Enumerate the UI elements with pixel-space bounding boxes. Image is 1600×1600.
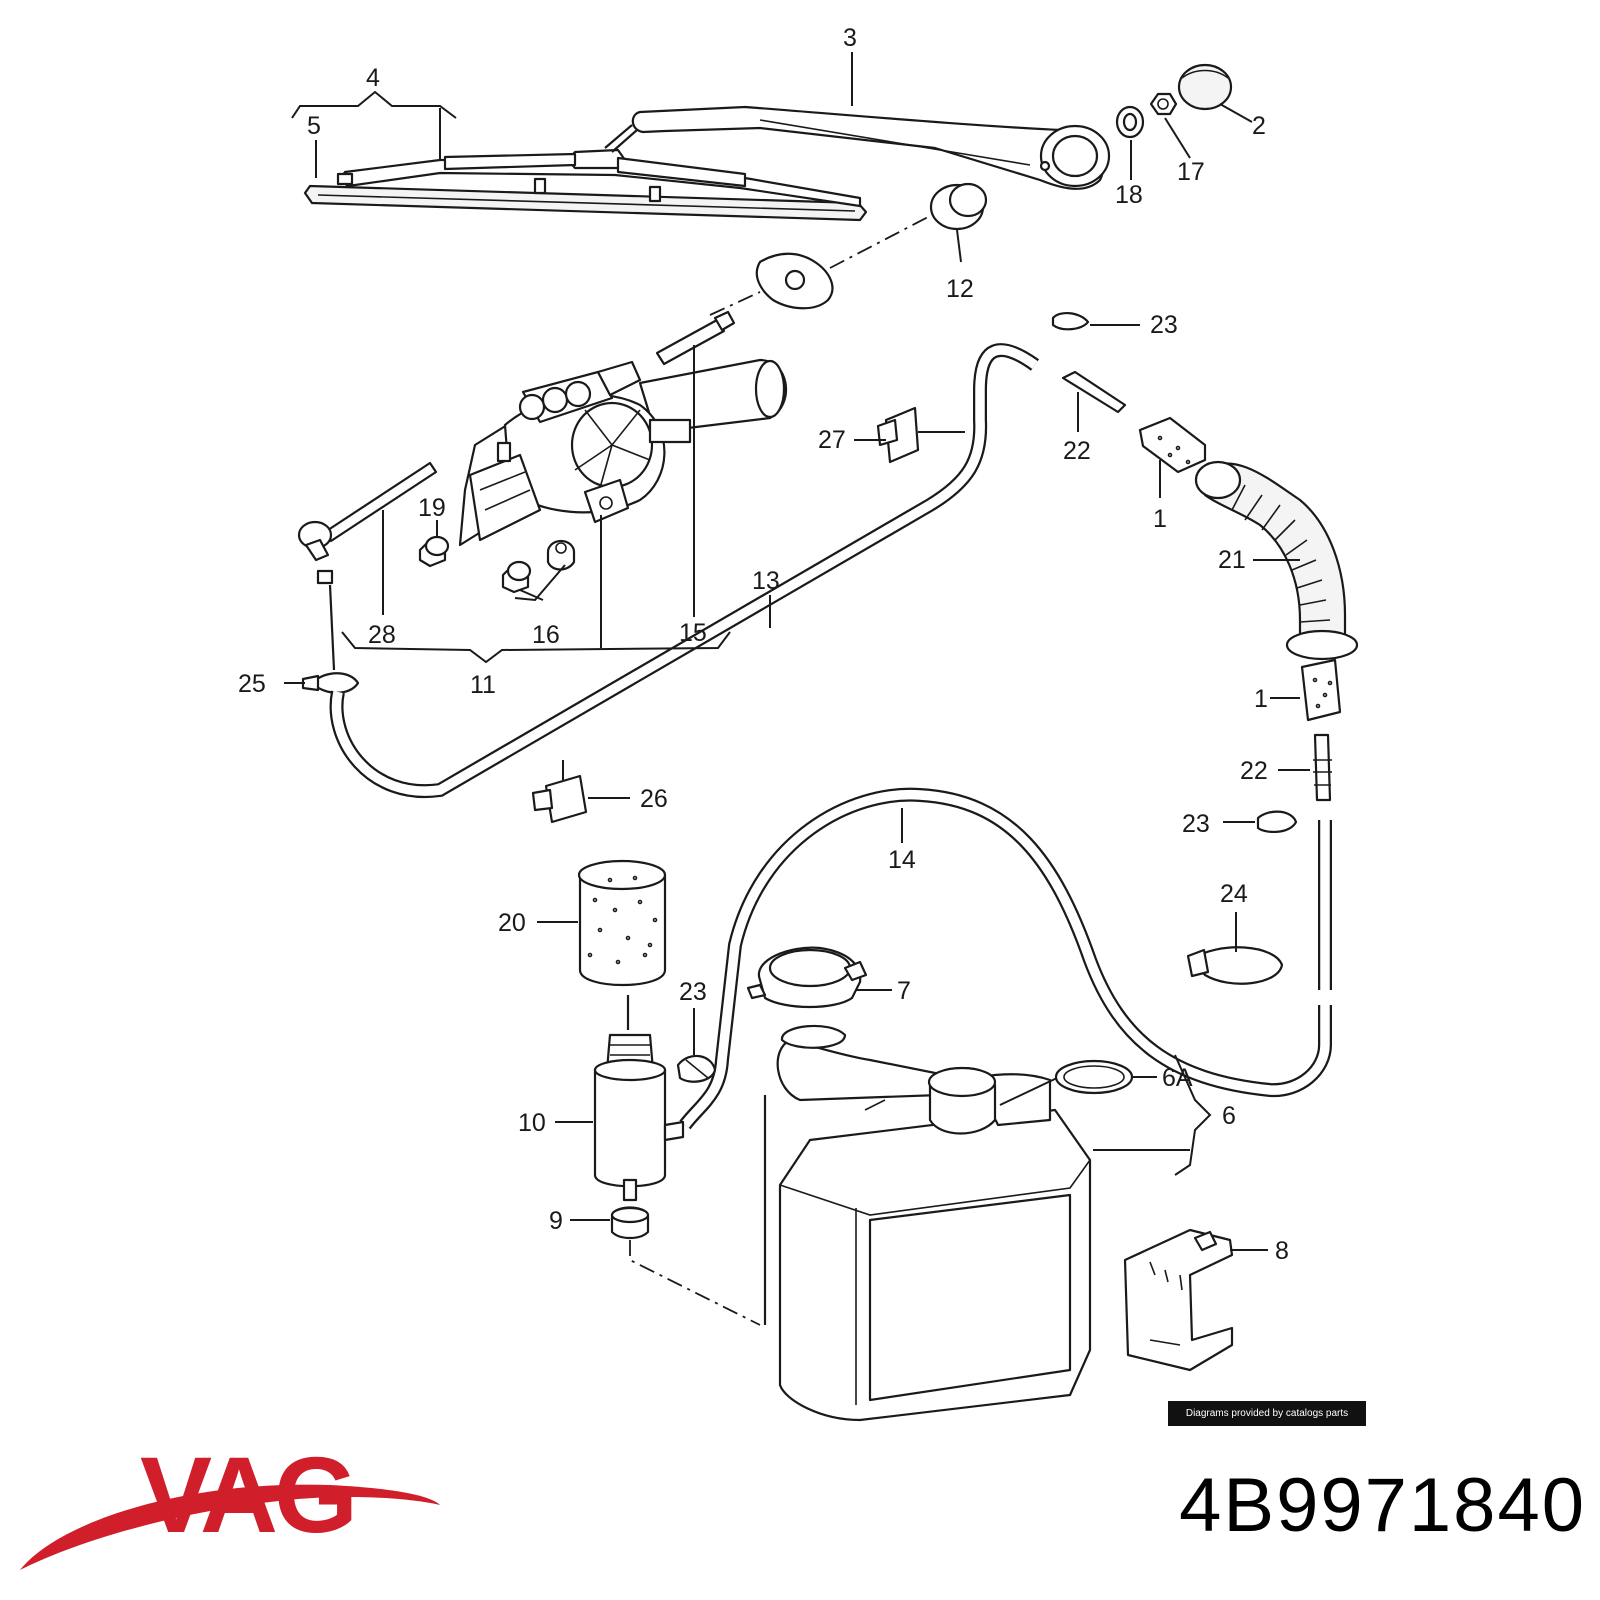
- wiper-blade: [303, 148, 868, 222]
- callout-20: 20: [498, 909, 526, 937]
- corrugated-sleeve: [1194, 460, 1359, 661]
- callout-labels: 3 4 5 2 17 18 12 23 27 22 1 19 21 13 28 …: [238, 24, 1289, 1265]
- hose-clip-25: [301, 672, 360, 694]
- callout-1a: 1: [1153, 505, 1167, 533]
- callout-19: 19: [418, 494, 446, 522]
- callout-28: 28: [368, 621, 396, 649]
- hose-14: [679, 787, 1332, 1130]
- callout-7: 7: [897, 977, 911, 1005]
- callout-25: 25: [238, 670, 266, 698]
- callout-5: 5: [307, 112, 321, 140]
- callout-2: 2: [1252, 112, 1266, 140]
- callout-23b: 23: [1182, 810, 1210, 838]
- hose-clamp-lower: [676, 1054, 717, 1083]
- washer-pump: [593, 995, 685, 1202]
- lower-connector-group: [1186, 658, 1342, 985]
- callout-22a: 22: [1063, 437, 1091, 465]
- wiper-motor: [458, 358, 788, 547]
- callout-21: 21: [1218, 546, 1246, 574]
- reservoir-bracket: [1123, 1228, 1234, 1372]
- callout-22b: 22: [1240, 757, 1268, 785]
- rubber-buffers: [418, 535, 576, 594]
- cap-nut-washer-group: [1115, 63, 1233, 139]
- callout-17: 17: [1177, 158, 1205, 186]
- callout-23a: 23: [1150, 311, 1178, 339]
- wiper-arm: [604, 105, 1111, 190]
- callout-26: 26: [640, 785, 668, 813]
- hose-clip-27: [876, 406, 920, 464]
- spindle-pin: [655, 310, 736, 366]
- callout-14: 14: [888, 846, 916, 874]
- callout-27: 27: [818, 426, 846, 454]
- leader-lines: [284, 52, 1310, 1251]
- logo-text: VAG: [140, 1434, 354, 1555]
- callout-11: 11: [470, 671, 496, 699]
- callout-4: 4: [366, 64, 380, 92]
- callout-23c: 23: [679, 978, 707, 1006]
- callout-18: 18: [1115, 181, 1143, 209]
- callout-24: 24: [1220, 880, 1248, 908]
- hose-clip-26: [531, 774, 588, 824]
- vag-logo: VAG: [20, 1434, 440, 1570]
- upper-connector-group: [1051, 312, 1207, 474]
- callout-15: 15: [679, 619, 707, 647]
- o-ring: [1054, 1059, 1134, 1095]
- diagram-credit: Diagrams provided by catalogs parts: [1168, 1401, 1366, 1426]
- callout-16: 16: [532, 621, 560, 649]
- callout-6a: 6A: [1162, 1064, 1193, 1092]
- callout-3: 3: [843, 24, 857, 52]
- filter: [577, 859, 667, 987]
- callout-13: 13: [752, 567, 780, 595]
- grommet: [709, 182, 988, 316]
- reservoir-cap: [746, 946, 868, 1009]
- callout-9: 9: [549, 1207, 563, 1235]
- callout-10: 10: [518, 1109, 546, 1137]
- callout-1b: 1: [1254, 685, 1268, 713]
- crank-rod: [297, 461, 438, 562]
- callout-12: 12: [946, 275, 974, 303]
- callout-6: 6: [1222, 1102, 1236, 1130]
- callout-8: 8: [1275, 1237, 1289, 1265]
- washer-reservoir: [763, 1024, 1092, 1422]
- logo-swoosh: [20, 1484, 440, 1570]
- pump-grommet: [610, 1206, 761, 1326]
- hose-13: [316, 343, 1040, 799]
- part-number: 4B9971840: [1179, 1463, 1586, 1548]
